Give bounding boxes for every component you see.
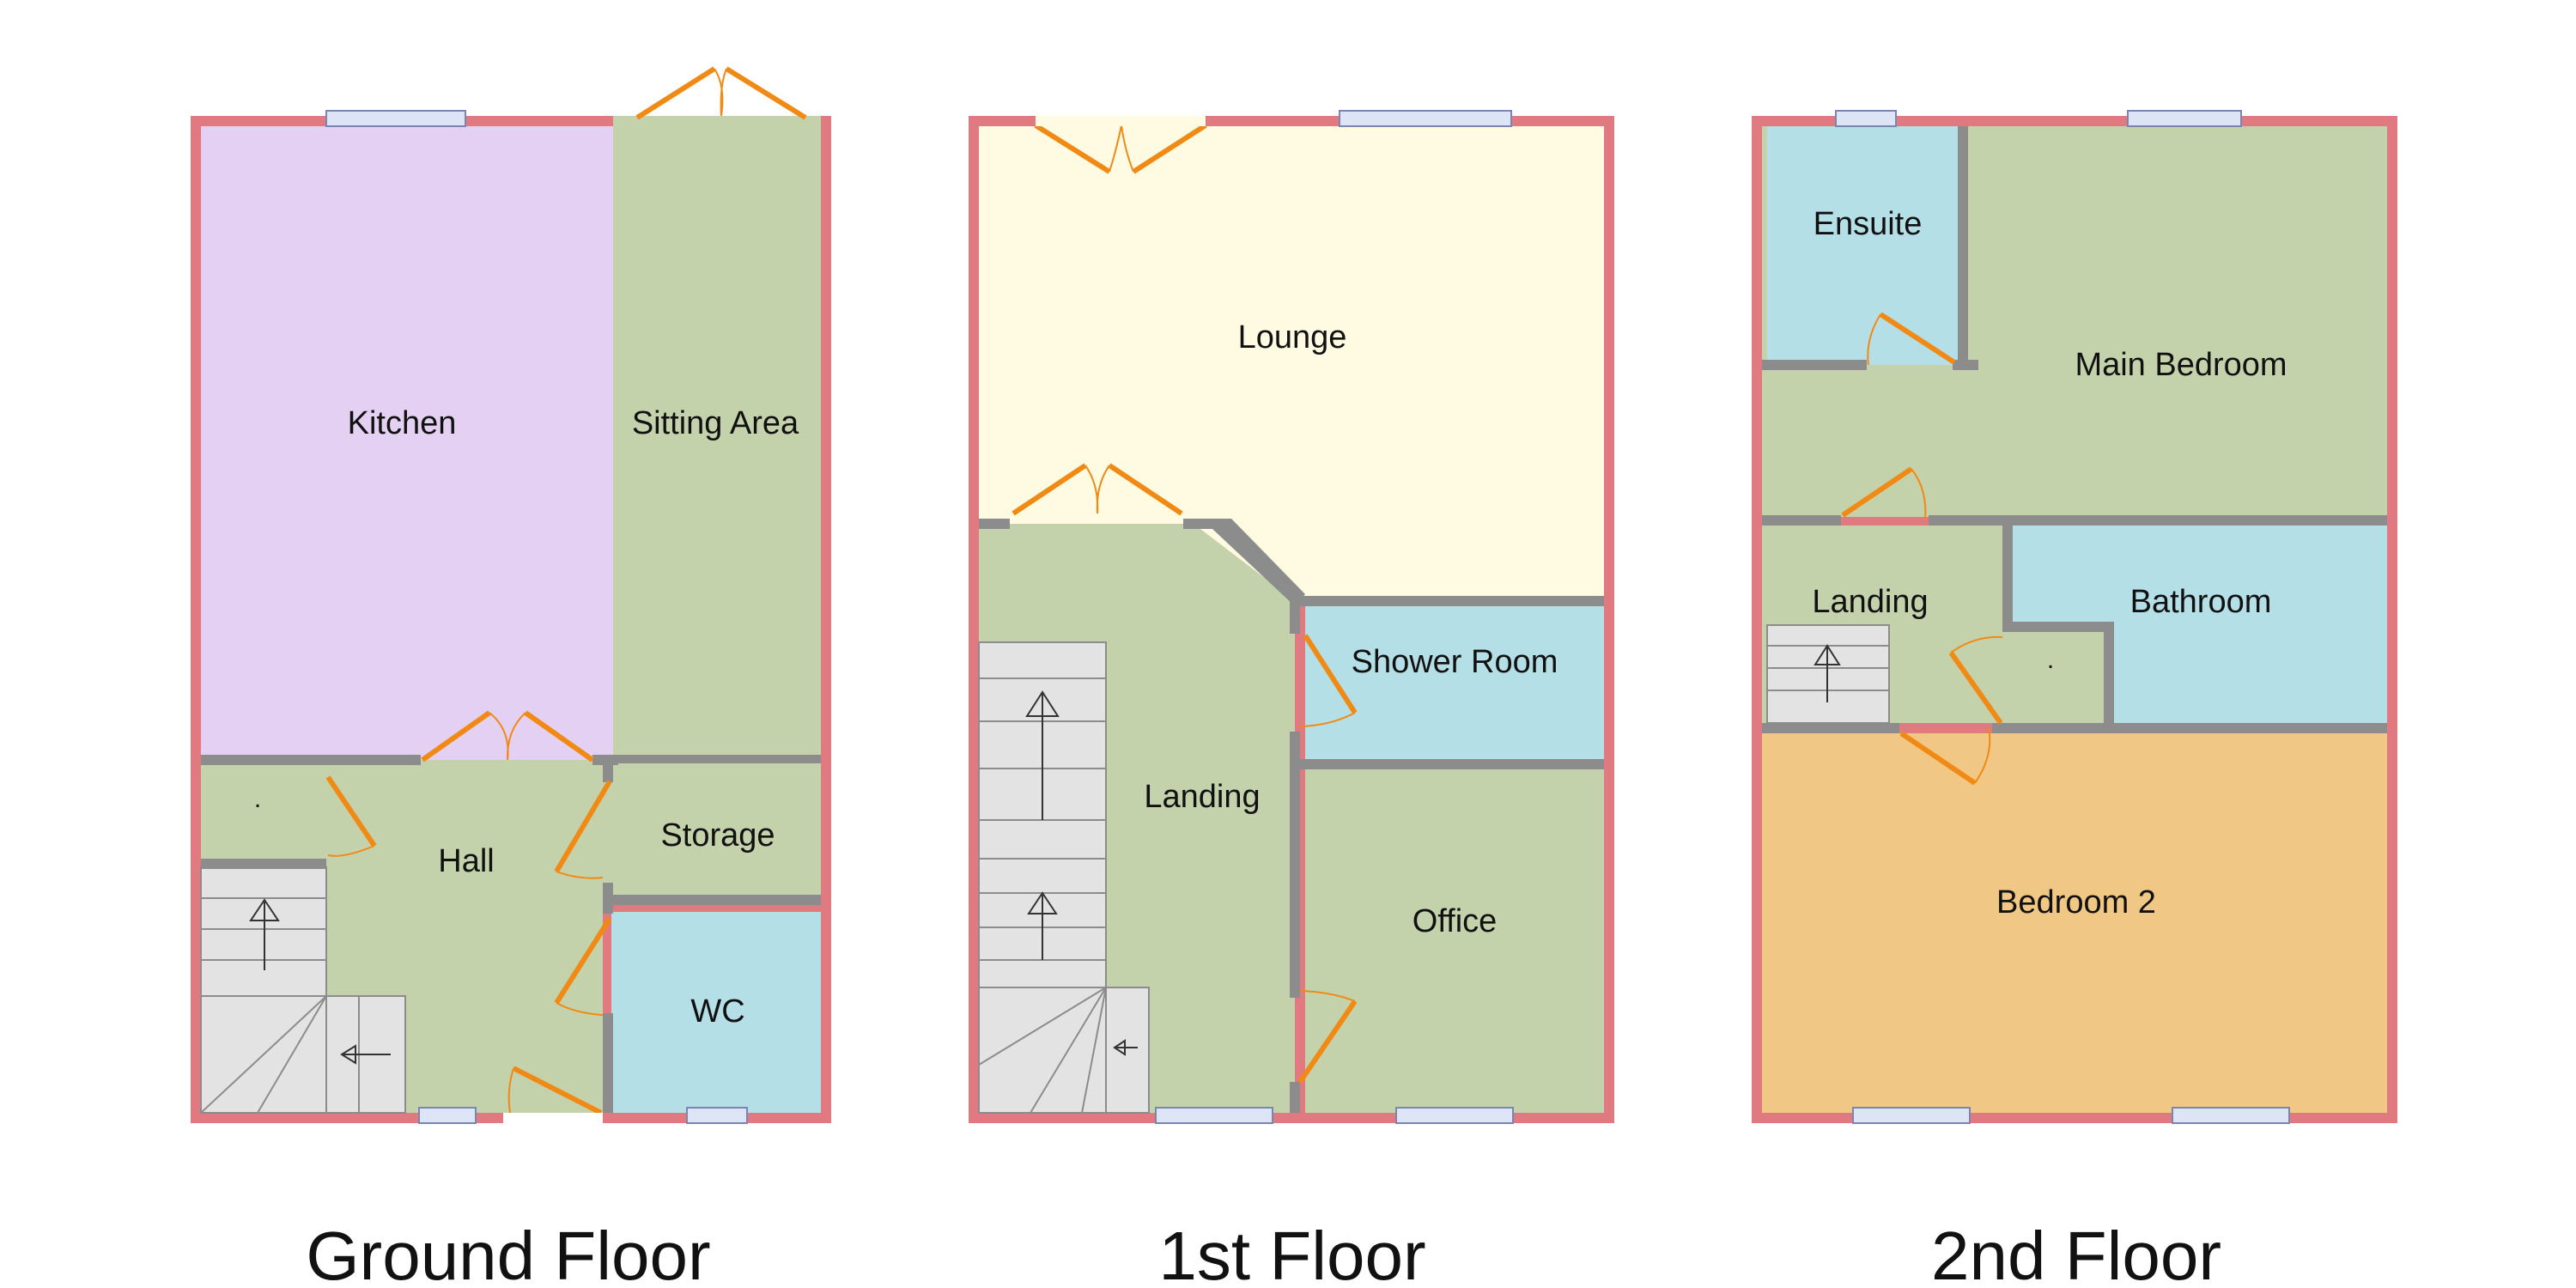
second-cupboard	[2013, 632, 2104, 723]
ground-floor-plan: Kitchen Sitting Area Hall Storage WC . G…	[191, 66, 831, 1288]
ground-kitchen-window	[325, 110, 466, 127]
first-floor-plan: Lounge Landing Shower Room Office 1st Fl…	[969, 110, 1614, 1288]
ground-wc-window	[686, 1107, 748, 1124]
first-windows	[1036, 110, 1514, 1124]
ground-cupboard-mark: .	[254, 785, 261, 813]
bedroom-2-room	[1762, 733, 2387, 1113]
second-stairs-arrows	[1814, 644, 1841, 702]
first-office-window	[1395, 1107, 1514, 1124]
hall-label: Hall	[438, 843, 494, 879]
first-door-swings	[1084, 125, 1356, 1002]
kitchen-label: Kitchen	[348, 405, 457, 441]
second-bedroom2-window-right	[2172, 1107, 2290, 1124]
ground-doors	[325, 66, 807, 1115]
second-landing-label: Landing	[1812, 584, 1928, 620]
second-windows	[1835, 110, 2290, 1124]
ground-stairs-arrows	[249, 898, 391, 1065]
ground-hall-window	[418, 1107, 477, 1124]
second-ensuite-window	[1835, 110, 1897, 127]
lounge-room	[979, 126, 1604, 524]
second-bedroom2-window-left	[1852, 1107, 1971, 1124]
storage-room	[603, 760, 821, 902]
shower-room	[1305, 606, 1604, 759]
bedroom-2-label: Bedroom 2	[1996, 884, 2156, 920]
office-room	[1305, 769, 1604, 1113]
main-bedroom-label: Main Bedroom	[2075, 347, 2287, 383]
first-floor-title: 1st Floor	[1158, 1218, 1425, 1288]
ground-floor-title: Ground Floor	[306, 1218, 710, 1288]
ensuite-label: Ensuite	[1814, 206, 1923, 242]
storage-label: Storage	[660, 817, 775, 854]
ground-windows	[325, 110, 748, 1124]
first-doors	[1012, 123, 1358, 1084]
second-door-swings	[1867, 313, 2003, 784]
first-landing-window	[1155, 1107, 1273, 1124]
sitting-area-label: Sitting Area	[632, 405, 799, 441]
kitchen-room	[201, 126, 613, 760]
second-inner-walls	[1762, 126, 2387, 733]
second-floor-title: 2nd Floor	[1931, 1218, 2221, 1288]
second-doors	[1841, 312, 2003, 786]
first-inner-walls	[979, 519, 1604, 1113]
wc-room	[611, 912, 821, 1113]
second-main-bedroom-window	[2127, 110, 2242, 127]
ground-door-swings	[327, 68, 727, 1114]
first-stairs-arrows	[1025, 690, 1138, 1056]
first-lounge-window	[1339, 110, 1512, 127]
lounge-extension	[1194, 524, 1604, 601]
first-landing-label: Landing	[1144, 779, 1260, 815]
sitting-area-room	[613, 116, 821, 760]
ground-inner-walls	[201, 755, 821, 1113]
ensuite-room	[1767, 126, 1968, 365]
lounge-label: Lounge	[1238, 319, 1347, 355]
shower-room-label: Shower Room	[1352, 644, 1558, 680]
first-lounge-door-opening	[1036, 116, 1206, 126]
office-label: Office	[1413, 903, 1498, 939]
bathroom-label: Bathroom	[2130, 584, 2272, 620]
second-floor-plan: Ensuite Main Bedroom Landing Bathroom Be…	[1752, 110, 2397, 1288]
second-cupboard-mark: .	[2047, 646, 2054, 674]
wc-label: WC	[690, 993, 744, 1030]
